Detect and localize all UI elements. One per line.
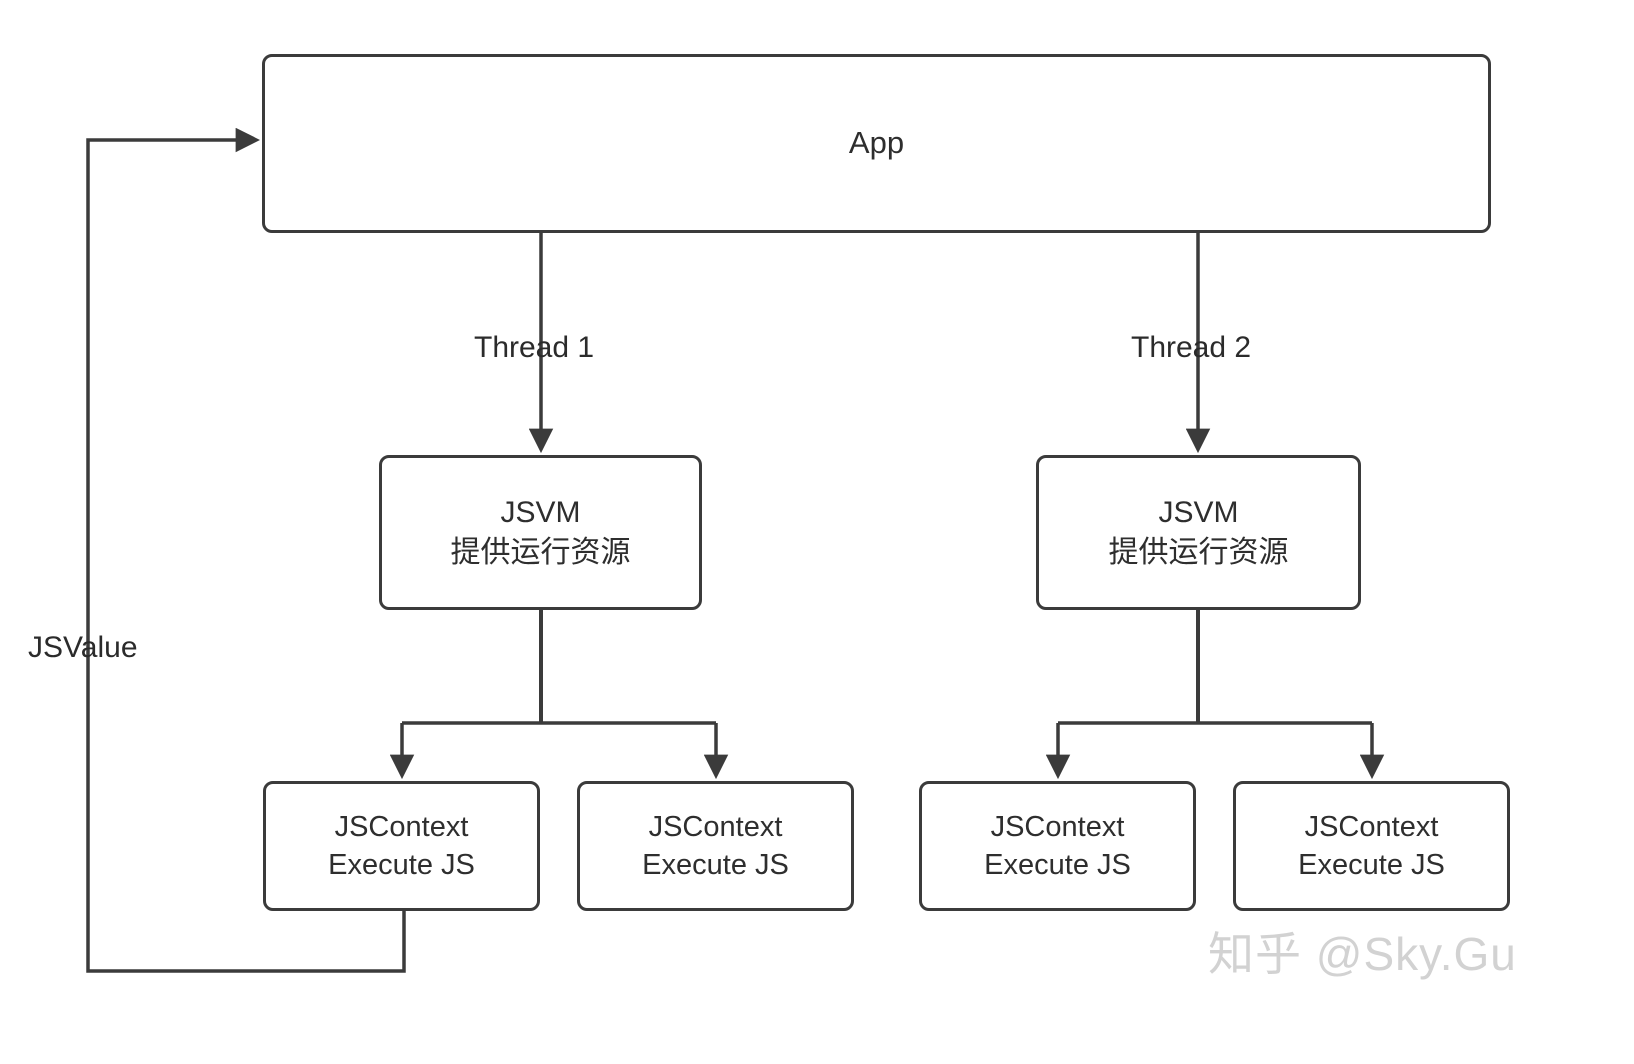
edge-label-thread-2: Thread 2: [1131, 331, 1252, 364]
node-jscontext-1-subtitle: Execute JS: [328, 849, 475, 881]
node-jscontext-1[interactable]: JSContext Execute JS: [263, 781, 540, 911]
node-jscontext-4-title: JSContext: [1304, 810, 1439, 843]
edge-label-jsvalue: JSValue: [28, 631, 138, 664]
edge-label-thread-1: Thread 1: [474, 331, 595, 364]
node-jscontext-2-subtitle: Execute JS: [642, 849, 789, 881]
node-jscontext-3[interactable]: JSContext Execute JS: [919, 781, 1196, 911]
node-jscontext-3-title: JSContext: [990, 810, 1125, 843]
node-jsvm-2[interactable]: JSVM 提供运行资源: [1036, 455, 1361, 610]
node-jscontext-2-title: JSContext: [648, 810, 783, 843]
node-jsvm-1[interactable]: JSVM 提供运行资源: [379, 455, 702, 610]
node-app[interactable]: App: [262, 54, 1491, 233]
node-jscontext-1-title: JSContext: [334, 810, 469, 843]
node-app-label: App: [848, 125, 905, 161]
node-jsvm-1-title: JSVM: [500, 495, 581, 529]
node-jsvm-2-title: JSVM: [1158, 495, 1239, 529]
node-jscontext-4-subtitle: Execute JS: [1298, 849, 1445, 881]
watermark: 知乎 @Sky.Gu: [1208, 928, 1517, 980]
node-jsvm-2-subtitle: 提供运行资源: [1108, 535, 1289, 569]
node-jscontext-3-subtitle: Execute JS: [984, 849, 1131, 881]
node-jscontext-2[interactable]: JSContext Execute JS: [577, 781, 854, 911]
node-jscontext-4[interactable]: JSContext Execute JS: [1233, 781, 1510, 911]
node-jsvm-1-subtitle: 提供运行资源: [450, 535, 631, 569]
